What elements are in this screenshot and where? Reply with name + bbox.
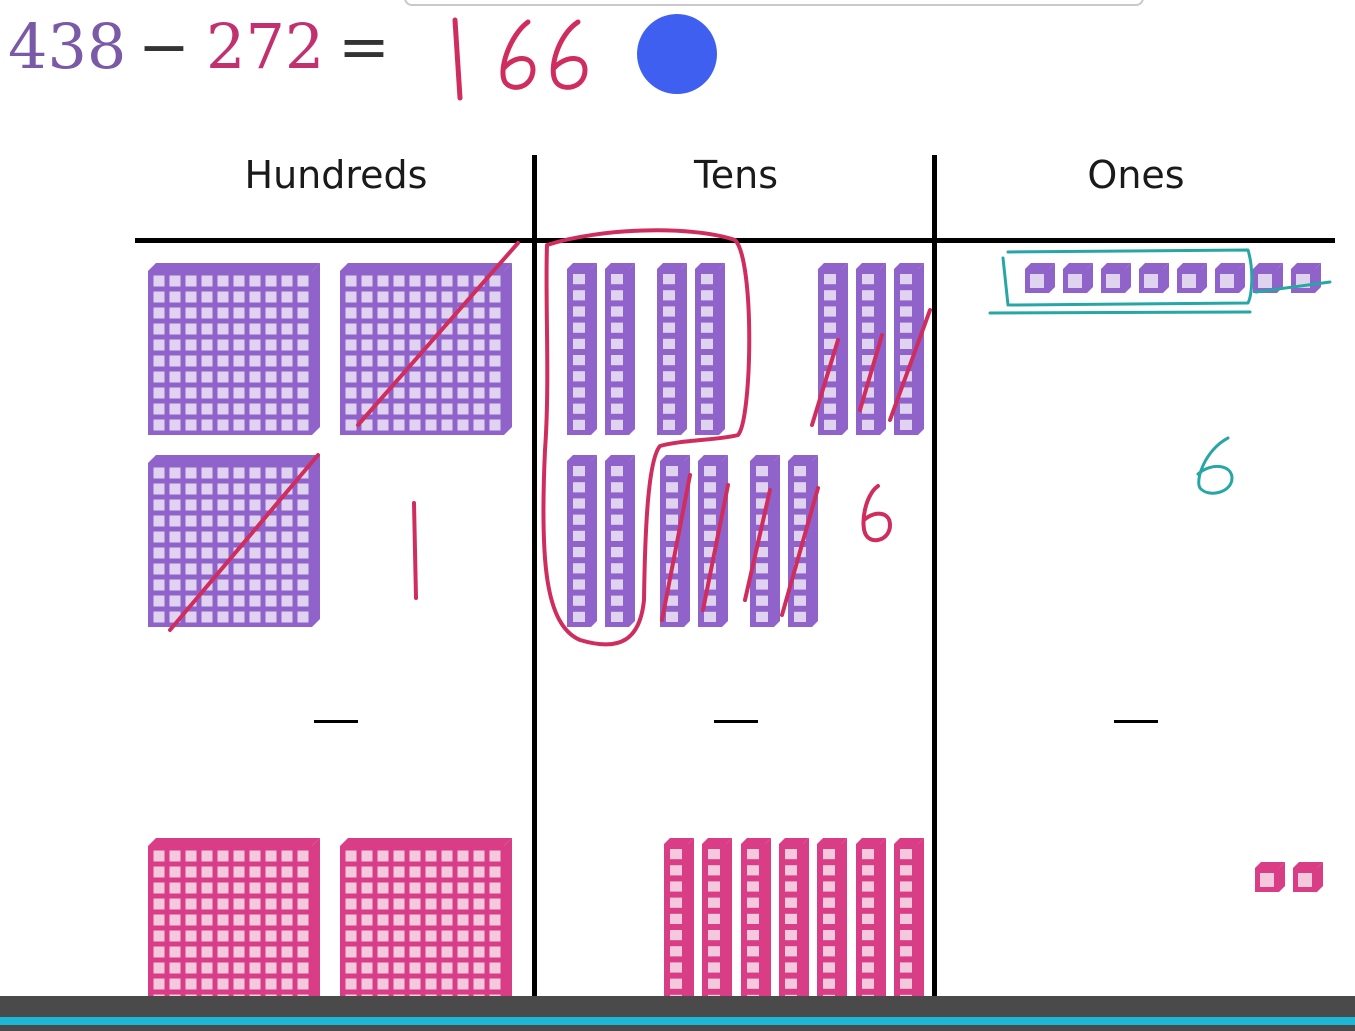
- one-cube-minuend: [1215, 263, 1245, 293]
- ten-rod-minuend: [567, 455, 597, 627]
- ten-rod-minuend: [605, 263, 635, 435]
- video-progress-track[interactable]: [0, 1017, 1355, 1025]
- column-header-ones: Ones: [1087, 153, 1185, 197]
- header-divider: [135, 238, 1335, 243]
- ten-rod-minuend: [567, 263, 597, 435]
- hundred-flat-subtrahend: [340, 838, 512, 1010]
- video-progress-fill: [0, 1017, 1355, 1025]
- ten-rod-subtrahend: [702, 838, 733, 1010]
- hundred-flat-minuend: [148, 263, 320, 435]
- minus-operator: −: [138, 10, 190, 83]
- one-cube-minuend: [1139, 263, 1169, 293]
- hundred-flat-minuend: [148, 455, 320, 627]
- subtraction-sign-tens: [714, 720, 758, 723]
- ten-rod-subtrahend: [664, 838, 694, 1010]
- ten-rod-subtrahend: [893, 838, 924, 1010]
- one-cube-minuend: [1253, 263, 1283, 293]
- ten-rod-minuend: [894, 263, 924, 435]
- one-cube-subtrahend: [1293, 862, 1323, 892]
- answer-text: 166: [0, 0, 2, 1]
- video-controls-bar[interactable]: [0, 996, 1355, 1031]
- minuend-number: 438: [8, 10, 127, 83]
- column-header-hundreds: Hundreds: [244, 153, 428, 197]
- ten-rod-minuend: [657, 263, 687, 435]
- ten-rod-subtrahend: [855, 838, 886, 1010]
- column-divider-1: [532, 155, 537, 1025]
- hundred-flat-minuend: [340, 263, 512, 435]
- pen-cursor-dot: [637, 14, 717, 94]
- one-cube-subtrahend: [1255, 862, 1285, 892]
- ten-rod-minuend: [605, 455, 635, 627]
- one-cube-minuend: [1025, 263, 1055, 293]
- subtraction-sign-hundreds: [314, 720, 358, 723]
- one-cube-minuend: [1063, 263, 1093, 293]
- ten-rod-subtrahend: [740, 838, 771, 1010]
- ten-rod-minuend: [750, 455, 780, 627]
- ten-rod-subtrahend: [778, 838, 809, 1010]
- ten-rod-minuend: [856, 263, 886, 435]
- column-divider-2: [932, 155, 937, 1025]
- one-cube-minuend: [1177, 263, 1207, 293]
- ten-rod-minuend: [695, 263, 725, 435]
- column-header-tens: Tens: [693, 153, 778, 197]
- ten-rod-minuend: [660, 455, 690, 627]
- subtraction-sign-ones: [1114, 720, 1158, 723]
- ten-rod-minuend: [818, 263, 848, 435]
- subtrahend-number: 272: [206, 10, 325, 83]
- ten-rod-minuend: [788, 455, 818, 627]
- one-cube-minuend: [1101, 263, 1131, 293]
- ten-rod-subtrahend: [817, 838, 848, 1010]
- ten-rod-minuend: [698, 455, 728, 627]
- hundred-flat-subtrahend: [148, 838, 320, 1010]
- equals-operator: =: [338, 10, 390, 83]
- browser-tab-edge: [404, 0, 1144, 6]
- one-cube-minuend: [1291, 263, 1321, 293]
